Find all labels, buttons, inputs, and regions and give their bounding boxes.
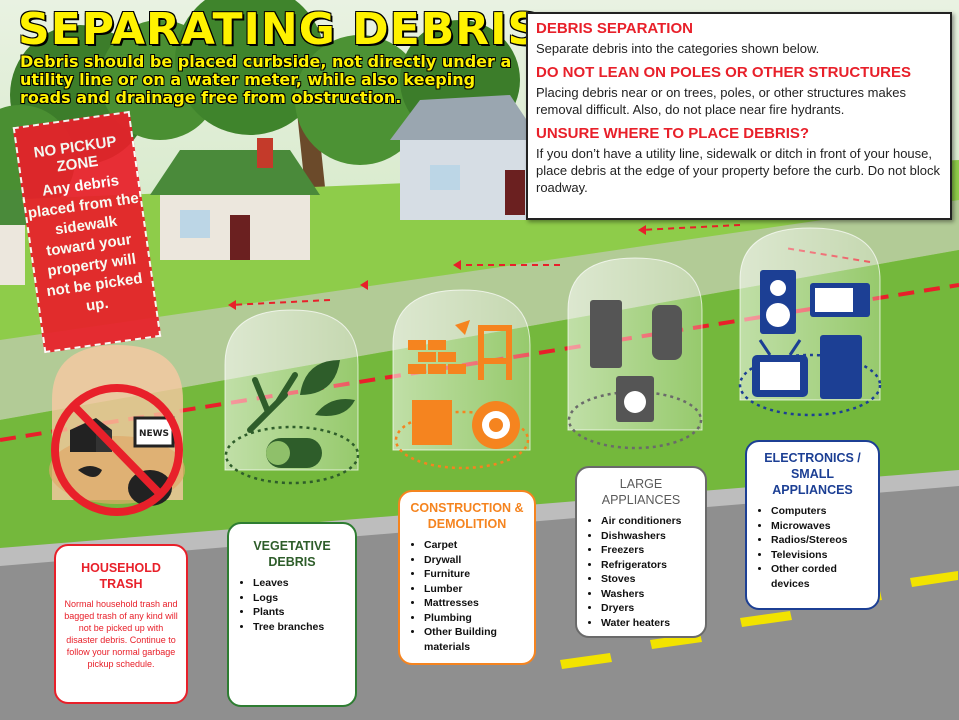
list-item: Tree branches bbox=[253, 620, 347, 635]
vegetative-dome bbox=[224, 309, 360, 485]
construction-demolition-card: CONSTRUCTION & DEMOLITION Carpet Drywall… bbox=[398, 490, 536, 665]
news-icon-label: NEWS bbox=[139, 429, 169, 439]
construction-demolition-title: CONSTRUCTION & DEMOLITION bbox=[410, 501, 524, 531]
list-item: Leaves bbox=[253, 576, 347, 591]
list-item: Dryers bbox=[601, 601, 697, 616]
list-item: Plumbing bbox=[424, 611, 526, 626]
list-item: Logs bbox=[253, 591, 347, 606]
house-left bbox=[150, 138, 320, 260]
list-item: Washers bbox=[601, 587, 697, 602]
list-item: Televisions bbox=[771, 548, 870, 563]
electronics-list: Computers Microwaves Radios/Stereos Tele… bbox=[755, 504, 870, 591]
household-trash-icons: NEWS bbox=[51, 384, 183, 516]
info-heading-do-not-lean: DO NOT LEAN ON POLES OR OTHER STRUCTURES bbox=[536, 64, 912, 81]
vegetative-debris-title: VEGETATIVE DEBRIS bbox=[253, 539, 331, 569]
construction-demolition-list: Carpet Drywall Furniture Lumber Mattress… bbox=[408, 538, 526, 654]
household-trash-card: HOUSEHOLD TRASH Normal household trash a… bbox=[54, 544, 188, 704]
page-title: SEPARATING DEBRIS bbox=[18, 4, 541, 55]
info-text-unsure: If you don’t have a utility line, sidewa… bbox=[536, 146, 940, 195]
list-item: Furniture bbox=[424, 567, 526, 582]
house-center bbox=[390, 95, 540, 220]
info-heading-separation: DEBRIS SEPARATION bbox=[536, 20, 693, 37]
info-heading-unsure: UNSURE WHERE TO PLACE DEBRIS? bbox=[536, 125, 810, 142]
large-appliances-list: Air conditioners Dishwashers Freezers Re… bbox=[585, 514, 697, 630]
list-item: Carpet bbox=[424, 538, 526, 553]
list-item: Other Building materials bbox=[424, 625, 526, 654]
vegetative-debris-card: VEGETATIVE DEBRIS Leaves Logs Plants Tre… bbox=[227, 522, 357, 707]
page-subtitle: Debris should be placed curbside, not di… bbox=[20, 52, 512, 107]
info-text-do-not-lean: Placing debris near or on trees, poles, … bbox=[536, 85, 906, 117]
electronics-title: ELECTRONICS / SMALL APPLIANCES bbox=[764, 451, 861, 497]
construction-icons bbox=[408, 320, 520, 449]
list-item: Mattresses bbox=[424, 596, 526, 611]
list-item: Refrigerators bbox=[601, 558, 697, 573]
household-trash-description: Normal household trash and bagged trash … bbox=[64, 599, 178, 669]
info-text-separation: Separate debris into the categories show… bbox=[536, 41, 820, 56]
no-pickup-body: Any debris placed from the sidewalk towa… bbox=[26, 172, 144, 315]
list-item: Dishwashers bbox=[601, 529, 697, 544]
list-item: Water heaters bbox=[601, 616, 697, 631]
list-item: Computers bbox=[771, 504, 870, 519]
arrow-heads bbox=[228, 225, 646, 310]
vegetative-icons bbox=[247, 360, 355, 468]
large-appliances-title: LARGE APPLIANCES bbox=[601, 477, 681, 507]
list-item: Stoves bbox=[601, 572, 697, 587]
list-item: Freezers bbox=[601, 543, 697, 558]
vegetative-debris-list: Leaves Logs Plants Tree branches bbox=[237, 576, 347, 634]
list-item: Microwaves bbox=[771, 519, 870, 534]
appliance-icons bbox=[590, 300, 682, 422]
list-item: Radios/Stereos bbox=[771, 533, 870, 548]
list-item: Other corded devices bbox=[771, 562, 870, 591]
household-trash-title: HOUSEHOLD TRASH bbox=[81, 561, 161, 591]
list-item: Drywall bbox=[424, 553, 526, 568]
list-item: Air conditioners bbox=[601, 514, 697, 529]
house-far-left bbox=[0, 190, 28, 285]
list-item: Lumber bbox=[424, 582, 526, 597]
info-box: DEBRIS SEPARATION Separate debris into t… bbox=[526, 12, 952, 220]
electronics-icons bbox=[752, 270, 870, 399]
list-item: Plants bbox=[253, 605, 347, 620]
large-appliances-card: LARGE APPLIANCES Air conditioners Dishwa… bbox=[575, 466, 707, 638]
electronics-card: ELECTRONICS / SMALL APPLIANCES Computers… bbox=[745, 440, 880, 610]
